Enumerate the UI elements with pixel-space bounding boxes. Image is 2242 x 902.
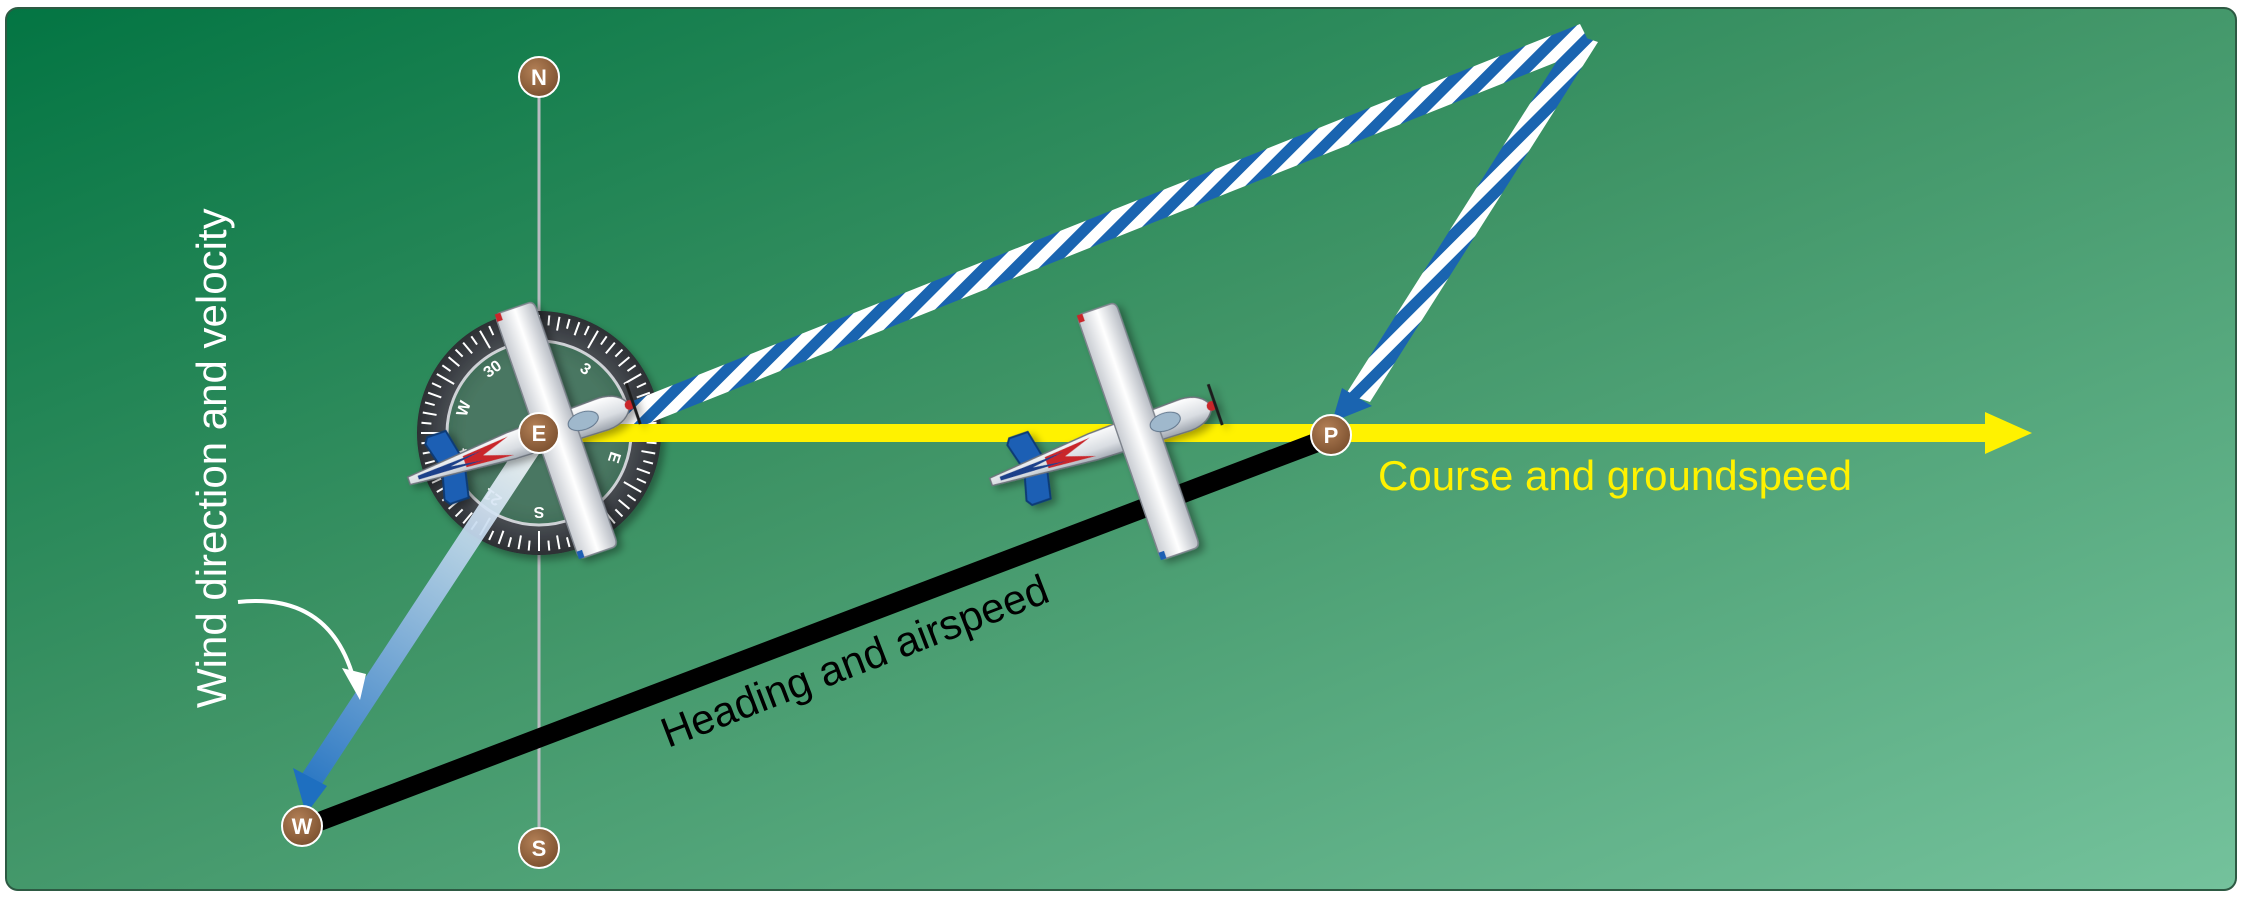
point-east: E [518, 412, 560, 454]
compass-tick [454, 348, 464, 358]
compass-tick [605, 341, 616, 354]
point-south: S [518, 827, 560, 869]
compass-tick [547, 315, 551, 326]
compass-tick [517, 535, 522, 550]
compass-tick [421, 421, 432, 425]
compass-tick [424, 401, 435, 407]
compass-tick [636, 467, 651, 475]
compass-tick [462, 341, 473, 354]
compass-tick [431, 477, 442, 484]
compass-tick [646, 441, 657, 445]
compass-tick [547, 540, 551, 551]
compass-tick [527, 540, 531, 551]
wind-label-pointer [237, 599, 356, 681]
compass-tick [626, 494, 637, 502]
compass-tick [462, 512, 473, 525]
course-groundspeed-label: Course and groundspeed [1378, 452, 1852, 499]
compass-tick [636, 477, 647, 484]
point-west-label: W [292, 814, 313, 839]
compass-tick [507, 537, 513, 548]
compass-tick [614, 348, 624, 358]
compass-mark: S [533, 503, 544, 520]
compass-tick [470, 335, 478, 346]
compass-tick [556, 316, 561, 331]
compass-mark: W [454, 398, 475, 418]
compass-tick [431, 382, 442, 389]
compass-tick [424, 459, 435, 465]
compass-tick [565, 537, 571, 548]
compass-tick [626, 364, 637, 372]
compass-tick [454, 508, 464, 518]
point-east-label: E [532, 421, 547, 446]
compass-tick [643, 459, 654, 465]
compass-tick [436, 373, 455, 385]
compass-tick [422, 411, 437, 416]
heading-vector [302, 428, 1335, 836]
point-north-label: N [531, 65, 547, 90]
compass-tick [600, 335, 608, 346]
compass-tick [587, 330, 599, 349]
compass-tick [618, 356, 631, 367]
point-north: N [518, 56, 560, 98]
compass-tick [427, 391, 442, 399]
compass-tick [488, 325, 495, 336]
compass-tick [497, 530, 505, 545]
compass-tick [488, 530, 495, 541]
compass-tick [636, 382, 647, 389]
compass-tick [447, 356, 460, 367]
compass-tick [636, 391, 651, 399]
compass-tick [479, 330, 491, 349]
point-p: P [1310, 414, 1352, 456]
point-west: W [281, 805, 323, 847]
compass-tick [614, 508, 624, 518]
course-vector [560, 412, 2032, 454]
wind-label-pointer-head [342, 668, 366, 700]
compass-tick [623, 481, 642, 493]
compass-tick [556, 535, 561, 550]
compass-tick [583, 325, 590, 336]
compass-tick [623, 373, 642, 385]
compass-tick [573, 321, 581, 336]
wind-direction-label: Wind direction and velocity [188, 208, 235, 708]
point-p-label: P [1324, 423, 1339, 448]
wind-vector [293, 430, 548, 814]
compass-tick [565, 318, 571, 329]
compass-tick [641, 450, 656, 455]
dashed-construction-lines [600, 24, 1598, 438]
point-south-label: S [532, 836, 547, 861]
compass-tick [441, 364, 452, 372]
compass-tick [618, 499, 631, 510]
